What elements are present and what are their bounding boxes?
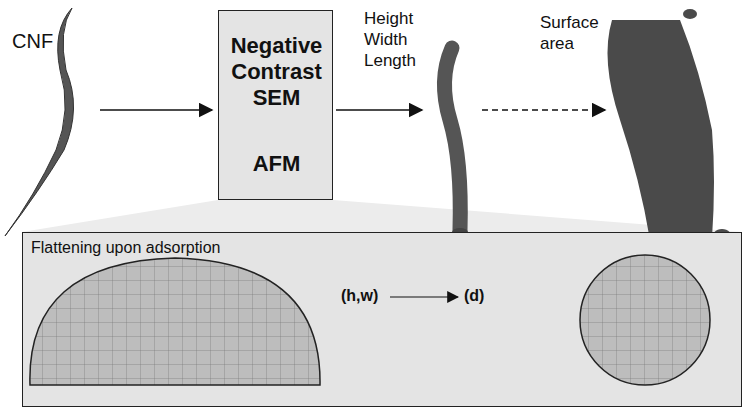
- process-box: Negative Contrast SEM AFM: [218, 10, 333, 200]
- fiber-cylinder: [444, 48, 460, 230]
- dashed-arrow: [482, 109, 605, 111]
- node-text: Flattening upon adsorption: [31, 239, 331, 257]
- node-text: (h,w): [341, 287, 393, 305]
- end-disc: [683, 9, 697, 19]
- arrow: [100, 109, 212, 111]
- arrow: [390, 296, 458, 297]
- arrow: [336, 109, 422, 111]
- flattened-section: [30, 258, 320, 385]
- surface-sheet: [608, 20, 715, 240]
- round-section: [580, 255, 710, 385]
- node-text: AFM: [219, 151, 334, 177]
- label: CNF: [12, 30, 72, 53]
- node-text: Negative Contrast SEM: [219, 33, 334, 111]
- node-text: (d): [464, 287, 504, 305]
- label: Height Width Length: [364, 8, 426, 71]
- cnf-fiber: [5, 8, 74, 236]
- label: Surface area: [540, 12, 610, 54]
- inset-wedge: [22, 200, 742, 232]
- inset-panel: Flattening upon adsorption (h,w) (d): [22, 232, 742, 407]
